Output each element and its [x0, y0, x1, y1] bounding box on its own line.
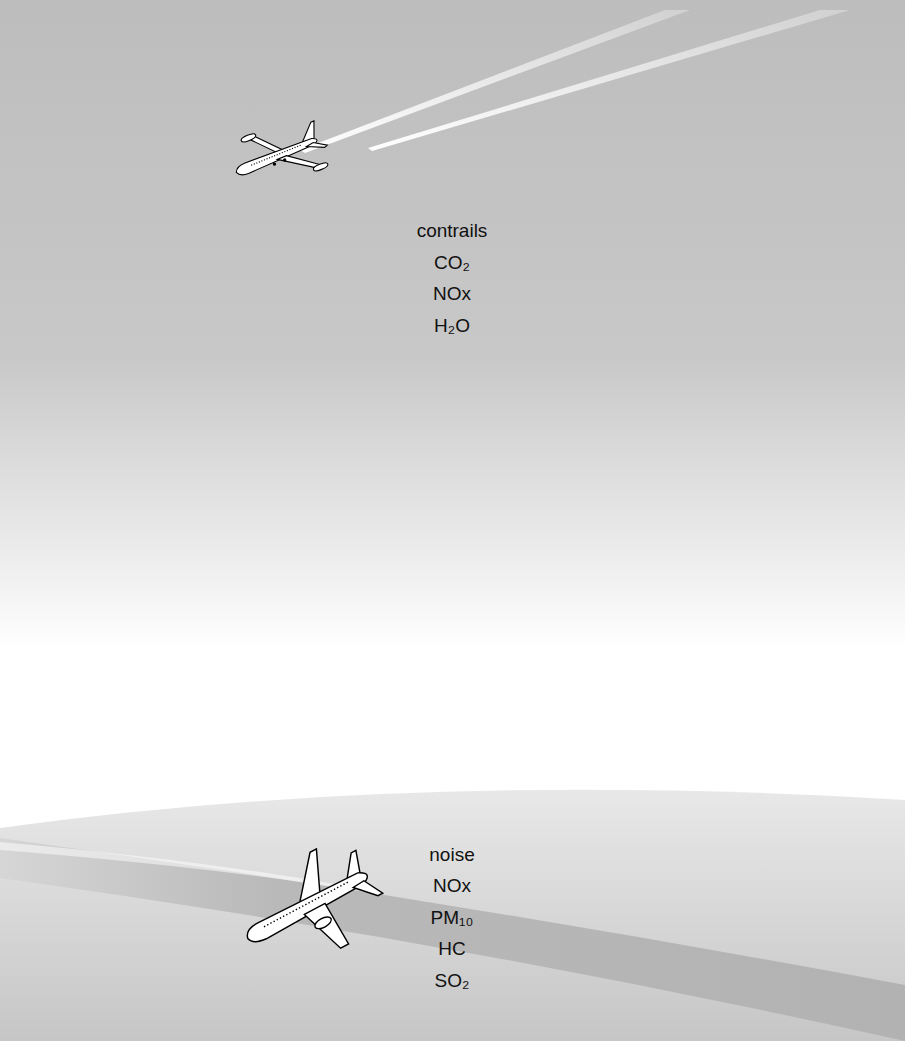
contrail: [300, 10, 690, 153]
airplane-cruise: [225, 109, 335, 200]
cruise-emission-label: NOx: [433, 283, 471, 305]
cruise-emission-label: contrails: [417, 220, 488, 242]
ground-emission-label: HC: [438, 938, 465, 960]
airplane-takeoff: [226, 831, 396, 984]
runway-highlight: [0, 842, 340, 888]
ground-emission-label: PM₁₀: [431, 907, 474, 929]
ground-emission-label: SO₂: [435, 970, 470, 992]
cruise-emission-label: H₂O: [434, 315, 470, 337]
ground-emission-label: NOx: [433, 875, 471, 897]
runway: [0, 838, 905, 1041]
sky: [0, 0, 905, 650]
contrail: [368, 10, 850, 151]
cruise-emission-label: CO₂: [434, 252, 470, 274]
ground: [0, 790, 905, 1041]
ground-emission-label: noise: [429, 844, 474, 866]
